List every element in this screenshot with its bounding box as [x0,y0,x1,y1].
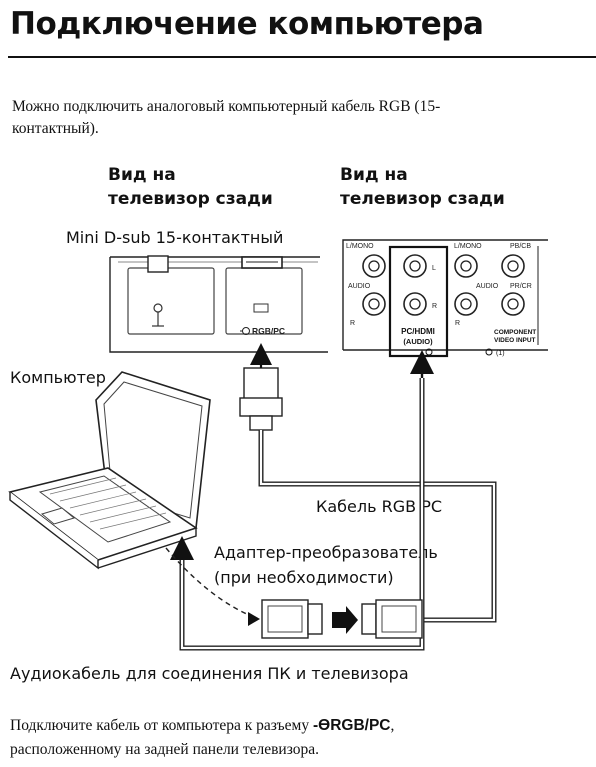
adapter-label-line-2: (при необходимости) [214,568,394,587]
page-title: Подключение компьютера [10,6,484,42]
left-view-line-2: телевизор сзади [108,189,273,209]
jack-label-l-pc: L [432,265,436,272]
footer-instructions: Подключите кабель от компьютера к разъем… [10,714,394,762]
laptop-illustration [8,371,211,570]
jack-label-r-right: R [455,320,460,327]
right-view-line-1: Вид на [340,165,408,185]
antenna-icon [152,303,164,327]
jack-label-input-num: (1) [496,350,505,357]
audio-cable-label: Аудиокабель для соединения ПК и телевизо… [10,664,409,683]
rgb-cable-connector [239,343,283,431]
computer-label: Компьютер [10,368,106,387]
right-view-heading: Вид на телевизор сзади [340,163,505,211]
jack-label-pr-cr: PR/CR [510,283,532,290]
title-divider [8,56,596,58]
intro-line-2: контактный). [12,120,99,137]
right-view-line-2: телевизор сзади [340,189,505,209]
adapter-converter [261,599,423,639]
jack-label-r-left: R [350,320,355,327]
jack-label-audio-right: AUDIO [476,283,499,290]
jack-label-r-pc: R [432,303,437,310]
jack-label-l-mono-left: L/MONO [346,243,374,250]
footer-line-1-end: , [390,717,395,734]
footer-line-1-text: Подключите кабель от компьютера к разъем… [10,717,310,734]
mini-dsub-label: Mini D-sub 15-контактный [66,228,284,247]
jack-label-pc-hdmi: PC/HDMI [401,327,435,336]
jack-label-component-1: COMPONENT [494,329,536,336]
adapter-label-line-1: Адаптер-преобразователь [214,543,438,562]
jack-label-pb-cb: PB/CB [510,243,531,250]
adapter-label: Адаптер-преобразователь (при необходимос… [214,540,438,590]
rgb-cable-label: Кабель RGB PC [316,497,443,516]
footer-rgb-pc-label: RGB/PC [330,717,391,734]
intro-paragraph: Можно подключить аналоговый компьютерный… [12,96,552,140]
intro-line-1: Можно подключить аналоговый компьютерный… [12,98,441,115]
rgb-pc-port-icon [240,303,269,335]
rgb-pc-input-icon: -Ө [313,717,331,734]
left-view-line-1: Вид на [108,165,176,185]
jack-label-l-mono-right: L/MONO [454,243,482,250]
rgb-pc-port-label: RGB/PC [252,326,285,336]
footer-line-2: расположенному на задней панели телевизо… [10,741,320,758]
jack-label-audio-left: AUDIO [348,283,371,290]
tv-rear-panel-left: RGB/PC [109,255,328,353]
left-view-heading: Вид на телевизор сзади [108,163,273,211]
tv-rear-panel-right: L/MONO AUDIO R L R L/MONO AUDIO R PB/CB … [342,239,548,358]
footer-line-1: Подключите кабель от компьютера к разъем… [10,714,394,738]
jack-label-component-2: VIDEO INPUT [494,337,536,344]
jack-label-pc-hdmi-audio: (AUDIO) [403,337,433,346]
